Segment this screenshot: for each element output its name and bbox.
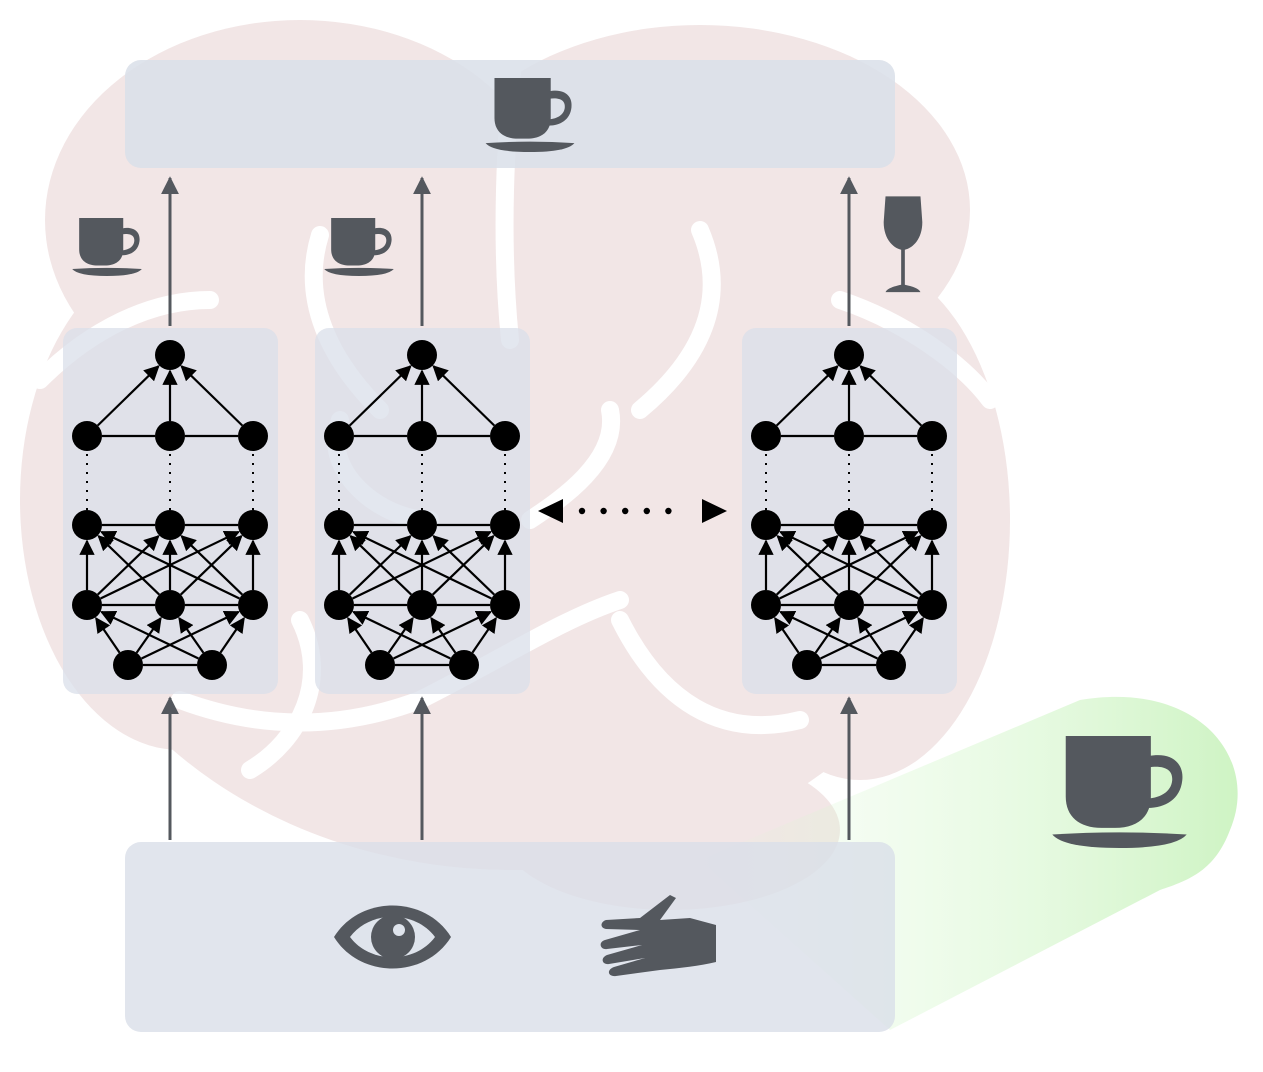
network-node (407, 510, 437, 540)
network-node (751, 510, 781, 540)
network-node (324, 590, 354, 620)
network-node (490, 510, 520, 540)
network-node (834, 510, 864, 540)
network-node (155, 590, 185, 620)
network-node (876, 650, 906, 680)
network-node (155, 340, 185, 370)
network-node (917, 590, 947, 620)
column-1 (63, 176, 278, 840)
network-edges (79, 365, 261, 667)
network-node (238, 590, 268, 620)
lateral-connection-arrow (538, 499, 727, 523)
column-2 (315, 176, 530, 840)
eye-icon (334, 905, 451, 969)
network-node (751, 590, 781, 620)
network-edges (331, 365, 513, 667)
cortical-columns (63, 176, 957, 840)
network-node (449, 650, 479, 680)
network-node (155, 510, 185, 540)
network-node (238, 421, 268, 451)
input-panel (125, 842, 895, 1032)
network-node (917, 421, 947, 451)
network-node (834, 340, 864, 370)
network-node (238, 510, 268, 540)
network-edges (758, 365, 940, 667)
network-node (792, 650, 822, 680)
network-node (490, 421, 520, 451)
network-node (72, 421, 102, 451)
hand-icon (600, 895, 716, 977)
network-node (324, 510, 354, 540)
network-node (917, 510, 947, 540)
network-node (72, 510, 102, 540)
column-3 (742, 176, 957, 840)
network-node (72, 590, 102, 620)
network-node (407, 421, 437, 451)
network-node (155, 421, 185, 451)
network-node (407, 590, 437, 620)
network-node (751, 421, 781, 451)
network-node (324, 421, 354, 451)
network-node (834, 590, 864, 620)
network-node (407, 340, 437, 370)
network-node (490, 590, 520, 620)
network-node (834, 421, 864, 451)
network-node (197, 650, 227, 680)
network-node (365, 650, 395, 680)
network-node (113, 650, 143, 680)
